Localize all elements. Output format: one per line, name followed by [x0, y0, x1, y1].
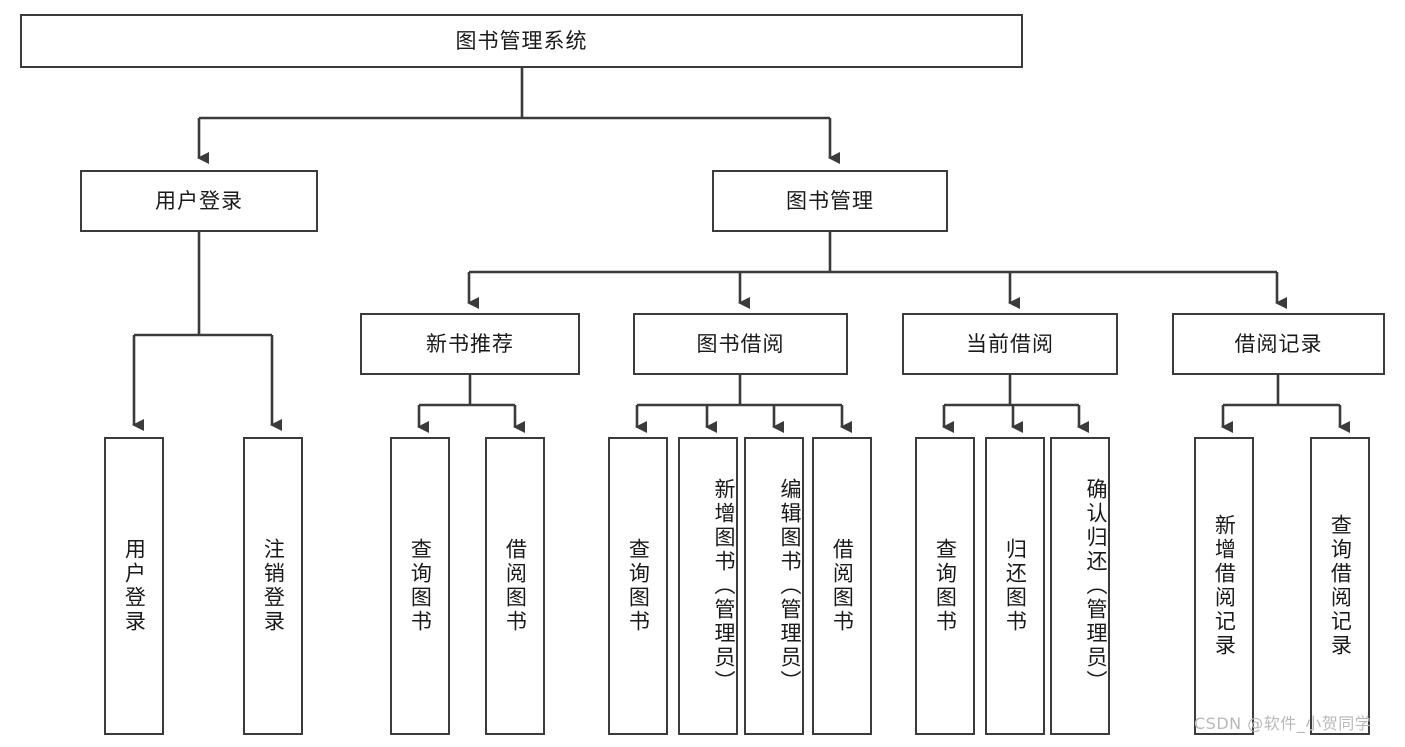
node-leaf-query-book-1[interactable]: 查询图书: [390, 437, 450, 735]
node-user-login[interactable]: 用户登录: [80, 170, 318, 232]
node-leaf-query-book-3-label: 查询图书: [933, 538, 958, 634]
node-borrow-record-label: 借阅记录: [1234, 331, 1323, 356]
node-leaf-borrow-book-2-label: 借阅图书: [830, 538, 855, 634]
node-leaf-user-login-label: 用户登录: [122, 538, 147, 634]
node-user-login-label: 用户登录: [155, 188, 243, 213]
node-leaf-logout[interactable]: 注销登录: [243, 437, 303, 735]
csdn-watermark: CSDN @软件_小贺同学: [1194, 714, 1372, 733]
node-leaf-add-borrow-record[interactable]: 新增借阅记录: [1194, 437, 1254, 735]
node-leaf-query-borrow-record-label: 查询借阅记录: [1328, 514, 1353, 658]
node-leaf-logout-label: 注销登录: [261, 538, 286, 634]
node-leaf-borrow-book-1[interactable]: 借阅图书: [485, 437, 545, 735]
node-root-label: 图书管理系统: [455, 28, 588, 53]
node-leaf-query-book-2-label: 查询图书: [626, 538, 651, 634]
node-book-manage-label: 图书管理: [786, 188, 874, 213]
node-book-borrow-label: 图书借阅: [696, 331, 785, 356]
node-leaf-edit-book-admin[interactable]: 编辑图书（管理员）: [744, 437, 804, 735]
node-leaf-query-book-3[interactable]: 查询图书: [915, 437, 975, 735]
node-leaf-borrow-book-2[interactable]: 借阅图书: [812, 437, 872, 735]
node-current-borrow[interactable]: 当前借阅: [902, 313, 1118, 375]
node-leaf-add-borrow-record-label: 新增借阅记录: [1212, 514, 1237, 658]
node-book-manage[interactable]: 图书管理: [712, 170, 948, 232]
node-leaf-confirm-return-admin[interactable]: 确认归还（管理员）: [1050, 437, 1110, 735]
node-leaf-user-login[interactable]: 用户登录: [104, 437, 164, 735]
node-current-borrow-label: 当前借阅: [966, 331, 1054, 356]
node-leaf-add-book-admin-label: 新增图书（管理员）: [712, 478, 736, 694]
node-root[interactable]: 图书管理系统: [20, 14, 1023, 68]
node-new-book-rec-label: 新书推荐: [426, 331, 514, 356]
node-new-book-rec[interactable]: 新书推荐: [360, 313, 580, 375]
node-leaf-borrow-book-1-label: 借阅图书: [503, 538, 528, 634]
node-leaf-return-book[interactable]: 归还图书: [985, 437, 1045, 735]
node-leaf-edit-book-admin-label: 编辑图书（管理员）: [778, 478, 802, 694]
node-borrow-record[interactable]: 借阅记录: [1172, 313, 1385, 375]
node-leaf-confirm-return-admin-label: 确认归还（管理员）: [1084, 478, 1108, 694]
node-leaf-query-book-2[interactable]: 查询图书: [608, 437, 668, 735]
node-leaf-return-book-label: 归还图书: [1003, 538, 1028, 634]
node-leaf-query-borrow-record[interactable]: 查询借阅记录: [1310, 437, 1370, 735]
node-leaf-add-book-admin[interactable]: 新增图书（管理员）: [678, 437, 738, 735]
node-book-borrow[interactable]: 图书借阅: [633, 313, 848, 375]
node-leaf-query-book-1-label: 查询图书: [408, 538, 433, 634]
